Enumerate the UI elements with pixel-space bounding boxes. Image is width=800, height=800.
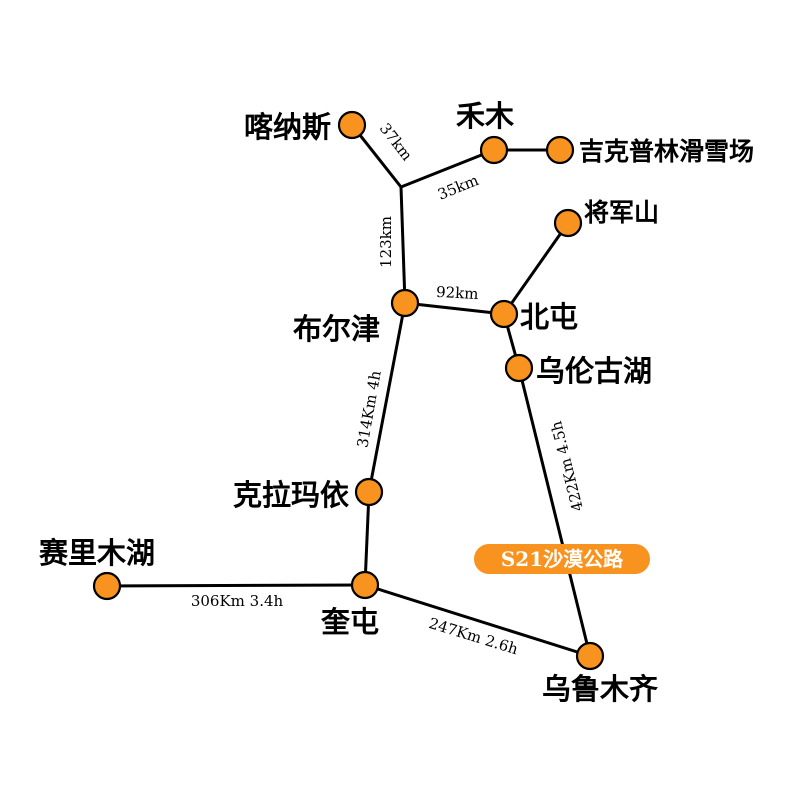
label-burqin: 布尔津 [293, 312, 380, 346]
city-labels: 喀纳斯 禾木 吉克普林滑雪场 将军山 布尔津 北屯 乌伦古湖 克拉玛依 赛里木湖… [38, 99, 754, 706]
node-sayram[interactable] [92, 571, 122, 601]
node-jikepulin[interactable] [545, 135, 575, 165]
road-kuitun-urumqi [363, 583, 592, 658]
distance-burqin-beitun: 92km [436, 283, 479, 303]
node-hemu[interactable] [479, 135, 509, 165]
road-junction-hemu [399, 148, 496, 189]
node-burqin[interactable] [390, 288, 420, 318]
road-burqin-karamay [367, 301, 407, 494]
road-junction-burqin [399, 185, 407, 305]
label-ulungur: 乌伦古湖 [536, 354, 652, 388]
label-sayram: 赛里木湖 [38, 536, 155, 570]
label-karamay: 克拉玛依 [233, 478, 349, 512]
distance-ulungur-urumqi: 422Km 4.5h [547, 419, 587, 513]
road-beitun-jiangjunshan [502, 221, 570, 316]
label-urumqi: 乌鲁木齐 [542, 672, 659, 706]
node-karamay[interactable] [354, 477, 384, 507]
distance-junction-burqin: 123km [377, 216, 395, 268]
road-burqin-beitun [403, 301, 506, 316]
node-ulungur[interactable] [504, 353, 534, 383]
road-karamay-kuitun [363, 490, 371, 587]
label-hemu: 禾木 [456, 99, 514, 133]
road-network [105, 123, 592, 658]
node-urumqi[interactable] [575, 641, 605, 671]
node-beitun[interactable] [489, 299, 519, 329]
label-jikepulin: 吉克普林滑雪场 [579, 137, 754, 166]
label-kuitun: 奎屯 [320, 605, 379, 639]
label-beitun: 北屯 [520, 300, 578, 334]
highway-badge-background [474, 544, 650, 574]
label-jiangjunshan: 将军山 [584, 198, 659, 227]
node-jiangjunshan[interactable] [553, 208, 583, 238]
node-kuitun[interactable] [350, 570, 380, 600]
city-nodes [92, 110, 605, 671]
node-kanas[interactable] [337, 110, 367, 140]
highway-badge: S21沙漠公路 [474, 544, 650, 574]
road-ulungur-urumqi [517, 366, 592, 658]
distance-junction-hemu: 35km [435, 171, 481, 204]
distance-sayram-kuitun: 306Km 3.4h [191, 592, 284, 610]
road-sayram-kuitun [105, 583, 367, 588]
highway-badge-label: S21沙漠公路 [501, 547, 624, 571]
distance-kanas-junction: 37km [376, 120, 416, 164]
label-kanas: 喀纳斯 [244, 110, 331, 144]
